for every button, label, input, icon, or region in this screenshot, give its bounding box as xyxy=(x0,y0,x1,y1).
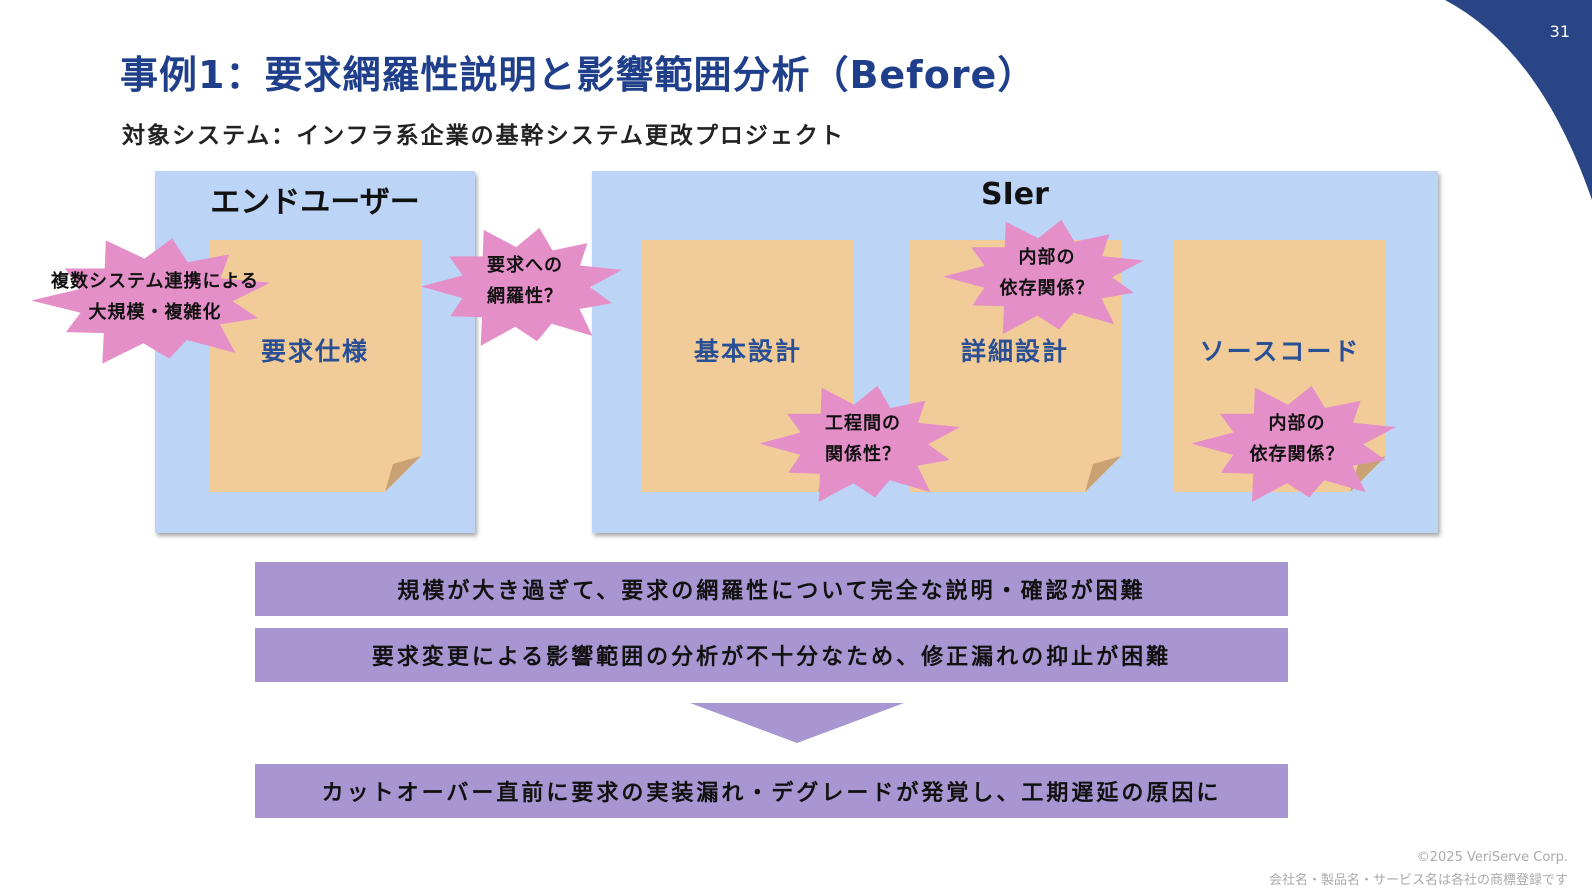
starburst-shape xyxy=(421,227,622,346)
starburst-shape xyxy=(1191,385,1396,502)
detailed-design-label: 詳細設計 xyxy=(960,337,1069,366)
page-title: 事例1：要求網羅性説明と影響範囲分析（Before） xyxy=(120,53,1037,97)
burst-process-line2: 関係性？ xyxy=(825,444,901,465)
burst-scale-complexity: 複数システム連携による 大規模・複雑化 xyxy=(30,232,280,370)
page-subtitle: 対象システム：インフラ系企業の基幹システム更改プロジェクト xyxy=(122,123,845,149)
page-fold-icon xyxy=(1085,456,1121,492)
issue-banner-coverage: 規模が大き過ぎて、要求の網羅性について完全な説明・確認が困難 xyxy=(255,562,1288,616)
issue-banner-impact: 要求変更による影響範囲の分析が不十分なため、修正漏れの抑止が困難 xyxy=(255,628,1288,682)
burst-scale-line2: 大規模・複雑化 xyxy=(88,302,222,323)
page-number: 31 xyxy=(1549,22,1570,41)
starburst-polygon xyxy=(759,385,960,502)
starburst-shape xyxy=(31,238,271,364)
burst-source-line2: 依存関係？ xyxy=(1249,444,1345,465)
enduser-panel: エンドユーザー 要求仕様 xyxy=(155,171,475,533)
basic-design-label: 基本設計 xyxy=(693,337,802,366)
burst-coverage-line1: 要求への xyxy=(487,255,563,276)
burst-coverage-line2: 網羅性？ xyxy=(487,286,563,307)
burst-source-line1: 内部の xyxy=(1268,413,1326,434)
starburst-polygon xyxy=(421,227,622,346)
starburst-shape xyxy=(759,385,960,502)
enduser-panel-title: エンドユーザー xyxy=(210,185,420,220)
starburst-polygon xyxy=(31,238,271,364)
burst-detail-line1: 内部の xyxy=(1018,247,1076,268)
source-code-label: ソースコード xyxy=(1199,337,1361,366)
burst-coverage: 要求への 網羅性？ xyxy=(420,222,630,352)
burst-source-dependency: 内部の 依存関係？ xyxy=(1190,380,1404,508)
down-arrow-icon xyxy=(690,703,904,743)
burst-process-line1: 工程間の xyxy=(825,413,901,434)
result-banner: カットオーバー直前に要求の実装漏れ・デグレードが発覚し、工期遅延の原因に xyxy=(255,764,1288,818)
starburst-polygon xyxy=(943,219,1144,335)
starburst-polygon xyxy=(1191,385,1396,502)
sier-panel-title: SIer xyxy=(981,177,1049,212)
copyright-notice: ©2025 VeriServe Corp. xyxy=(1416,850,1568,865)
burst-process-relation: 工程間の 関係性？ xyxy=(758,380,968,508)
requirements-spec-label: 要求仕様 xyxy=(260,337,369,366)
burst-scale-line1: 複数システム連携による xyxy=(51,271,259,292)
trademark-notice: 会社名・製品名・サービス名は各社の商標登録です xyxy=(1268,873,1568,888)
page-fold-icon xyxy=(385,456,421,492)
burst-detail-dependency: 内部の 依存関係？ xyxy=(942,214,1152,340)
starburst-shape xyxy=(943,219,1144,335)
burst-detail-line2: 依存関係？ xyxy=(999,278,1095,299)
